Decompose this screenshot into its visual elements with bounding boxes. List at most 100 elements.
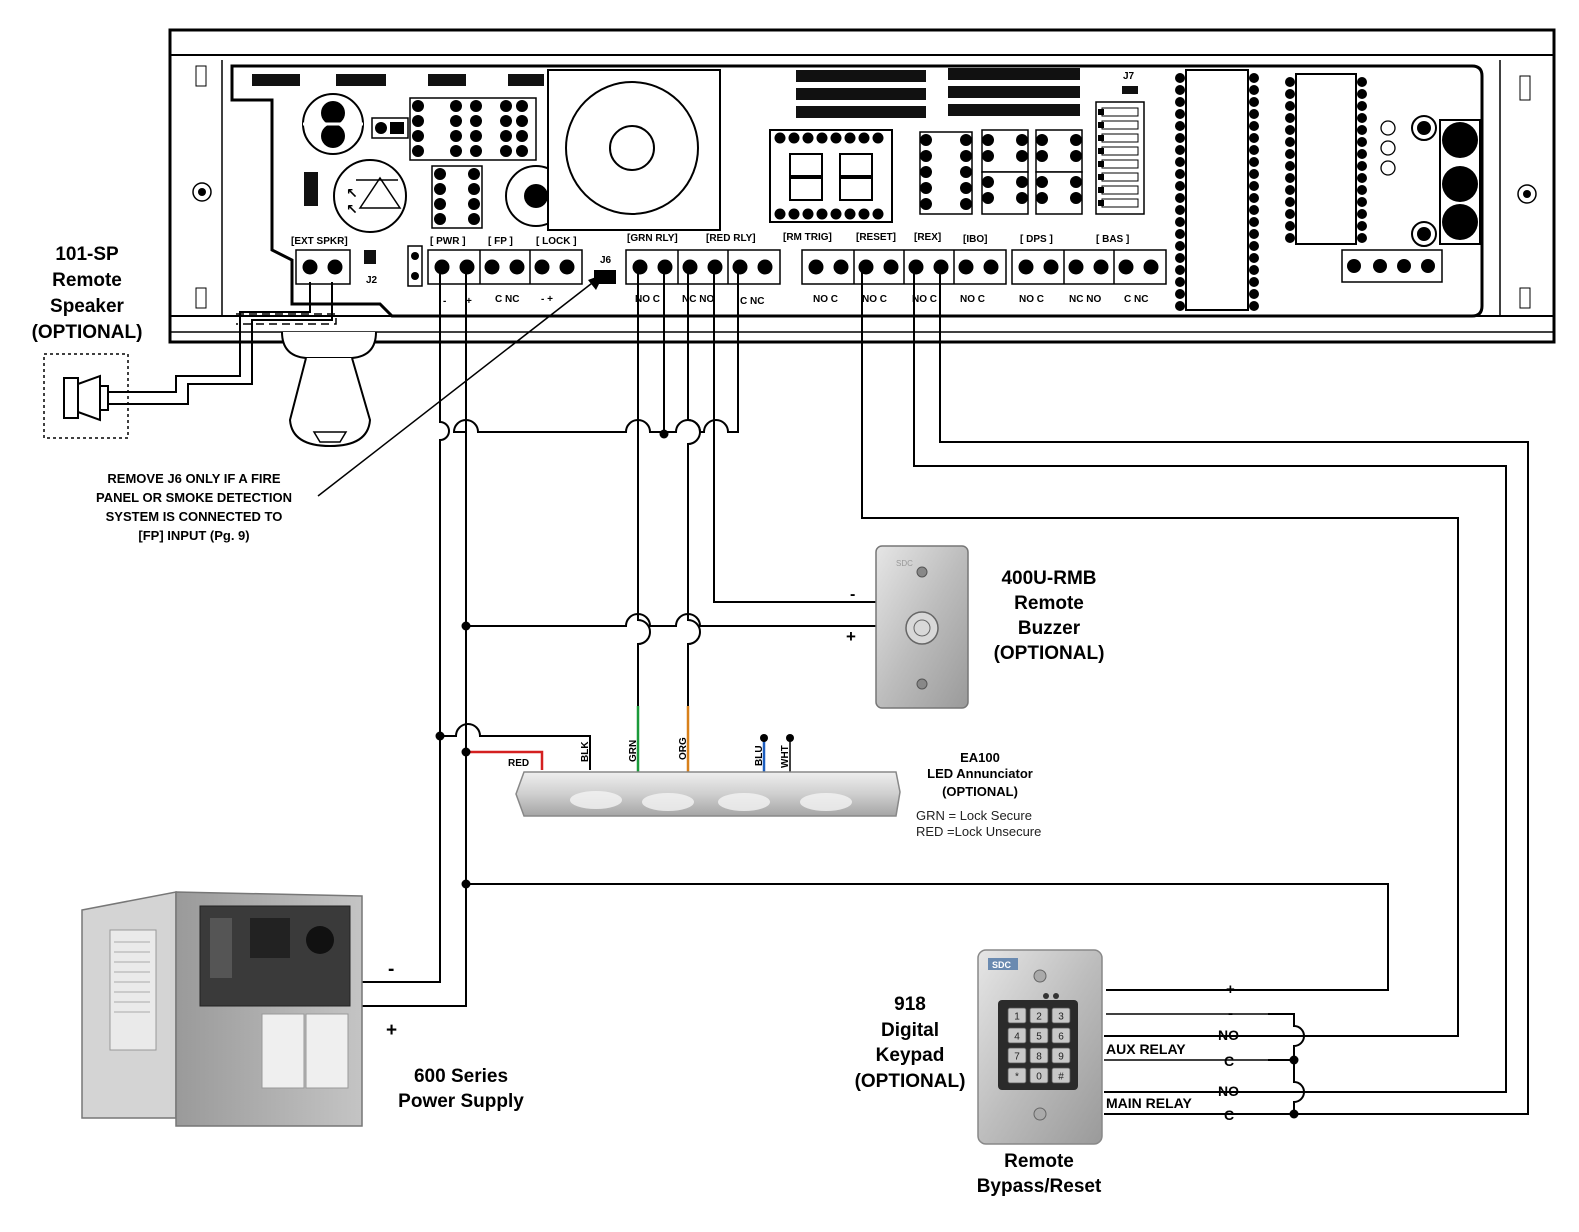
header-pin	[450, 130, 462, 142]
display-pin	[858, 208, 870, 220]
wire-label-grn: GRN	[628, 740, 639, 762]
ic-pin	[1357, 149, 1367, 159]
display-pin	[788, 132, 800, 144]
header-pin	[516, 100, 528, 112]
ic-pin	[1357, 233, 1367, 243]
display-pin	[774, 132, 786, 144]
display-pin	[858, 132, 870, 144]
ic-pin	[1175, 133, 1185, 143]
wire-label-blu: BLU	[754, 745, 765, 766]
ic-pin	[1249, 133, 1259, 143]
speaker-line4: (OPTIONAL)	[32, 322, 143, 343]
terminal-screw	[958, 259, 974, 275]
kp-aux-relay: AUX RELAY	[1106, 1041, 1186, 1057]
dip-switch-pin	[1098, 148, 1104, 154]
ic-pin	[1285, 89, 1295, 99]
dip-switch	[1101, 198, 1139, 208]
keypad-key-label: #	[1058, 1072, 1064, 1083]
relay-pin	[920, 134, 932, 146]
ps-minus: -	[388, 959, 394, 980]
ic-pin	[1249, 301, 1259, 311]
kp-term-plus: +	[1226, 981, 1235, 998]
ic-pin	[1357, 101, 1367, 111]
label-ibo-terms: NO C	[960, 294, 985, 305]
keypad-key	[1029, 1007, 1049, 1024]
keypad-key-label: 8	[1036, 1052, 1042, 1063]
relay-pin	[1016, 192, 1028, 204]
led-annunciator: RED BLK GRN ORG BLU WHT EA100 LED Annunc…	[508, 737, 1041, 839]
header-pin	[450, 145, 462, 157]
label-lock-terms: - +	[541, 294, 553, 305]
ic-pin	[1249, 229, 1259, 239]
ic-pin	[1175, 193, 1185, 203]
terminal-screw	[933, 259, 949, 275]
label-lock: [ LOCK ]	[536, 236, 577, 247]
relay-pin	[1070, 150, 1082, 162]
ic-pin	[1249, 181, 1259, 191]
header-pin	[470, 115, 482, 127]
ps-plus: +	[386, 1020, 397, 1041]
terminal-screw	[1018, 259, 1034, 275]
relay-pin	[960, 150, 972, 162]
ic-pin	[1357, 197, 1367, 207]
ic-pin	[1175, 157, 1185, 167]
dip-switch	[1101, 172, 1139, 182]
j6-note-line4: [FP] INPUT (Pg. 9)	[138, 528, 249, 543]
header-pin	[450, 115, 462, 127]
label-rmtrig-terms: NO C	[813, 294, 838, 305]
ic-pin	[1249, 109, 1259, 119]
wire-label-blk: BLK	[580, 741, 591, 762]
relay-pin	[1036, 192, 1048, 204]
j6-note-line2: PANEL OR SMOKE DETECTION	[96, 490, 292, 505]
keypad-key	[1007, 1007, 1027, 1024]
buzzer-line3: Buzzer	[1018, 618, 1081, 639]
dip-switch	[1101, 146, 1139, 156]
terminal-strip	[295, 249, 351, 285]
header-pin	[468, 198, 480, 210]
keypad-key-label: *	[1015, 1072, 1019, 1083]
terminal-screw	[657, 259, 673, 275]
annunciator-line3: (OPTIONAL)	[942, 784, 1018, 799]
relay-pin	[960, 134, 972, 146]
ic-pin	[1357, 113, 1367, 123]
wire-label-org: ORG	[678, 737, 689, 760]
keypad-brand: SDC	[992, 960, 1012, 970]
ic-pin	[1357, 89, 1367, 99]
relay-pin	[1070, 134, 1082, 146]
header-pin	[412, 145, 424, 157]
wire-label-red: RED	[508, 758, 529, 769]
dip-switch-pin	[1098, 174, 1104, 180]
terminal-screw	[757, 259, 773, 275]
ic-pin	[1285, 233, 1295, 243]
label-ext-spkr: [EXT SPKR]	[291, 236, 348, 247]
relay-pin	[960, 182, 972, 194]
keypad-key-label: 2	[1036, 1012, 1042, 1023]
dip-switch-pin	[1098, 135, 1104, 141]
ic-pin	[1357, 209, 1367, 219]
header-pin	[516, 145, 528, 157]
terminal-screw	[559, 259, 575, 275]
keypad-key	[1029, 1067, 1049, 1084]
keypad-key-label: 0	[1036, 1072, 1042, 1083]
ic-pin	[1175, 85, 1185, 95]
ic-pin	[1175, 109, 1185, 119]
ps-title: 600 Series	[414, 1066, 508, 1087]
ic-pin	[1175, 217, 1185, 227]
keypad-key	[1051, 1067, 1071, 1084]
header-pin	[470, 100, 482, 112]
terminal-strip	[1011, 249, 1167, 285]
label-ibo: [IBO]	[963, 234, 987, 245]
terminal-screw	[908, 259, 924, 275]
kp-main-relay: MAIN RELAY	[1106, 1095, 1192, 1111]
terminal-screw	[459, 259, 475, 275]
header-pin	[500, 145, 512, 157]
terminal-strip	[625, 249, 781, 285]
terminal-screw	[1143, 259, 1159, 275]
ic-pin	[1249, 121, 1259, 131]
label-rex: [REX]	[914, 232, 941, 243]
label-pwr-plus: +	[466, 296, 472, 307]
label-rm-trig: [RM TRIG]	[783, 232, 832, 243]
terminal-screw	[434, 259, 450, 275]
label-reset: [RESET]	[856, 232, 896, 243]
